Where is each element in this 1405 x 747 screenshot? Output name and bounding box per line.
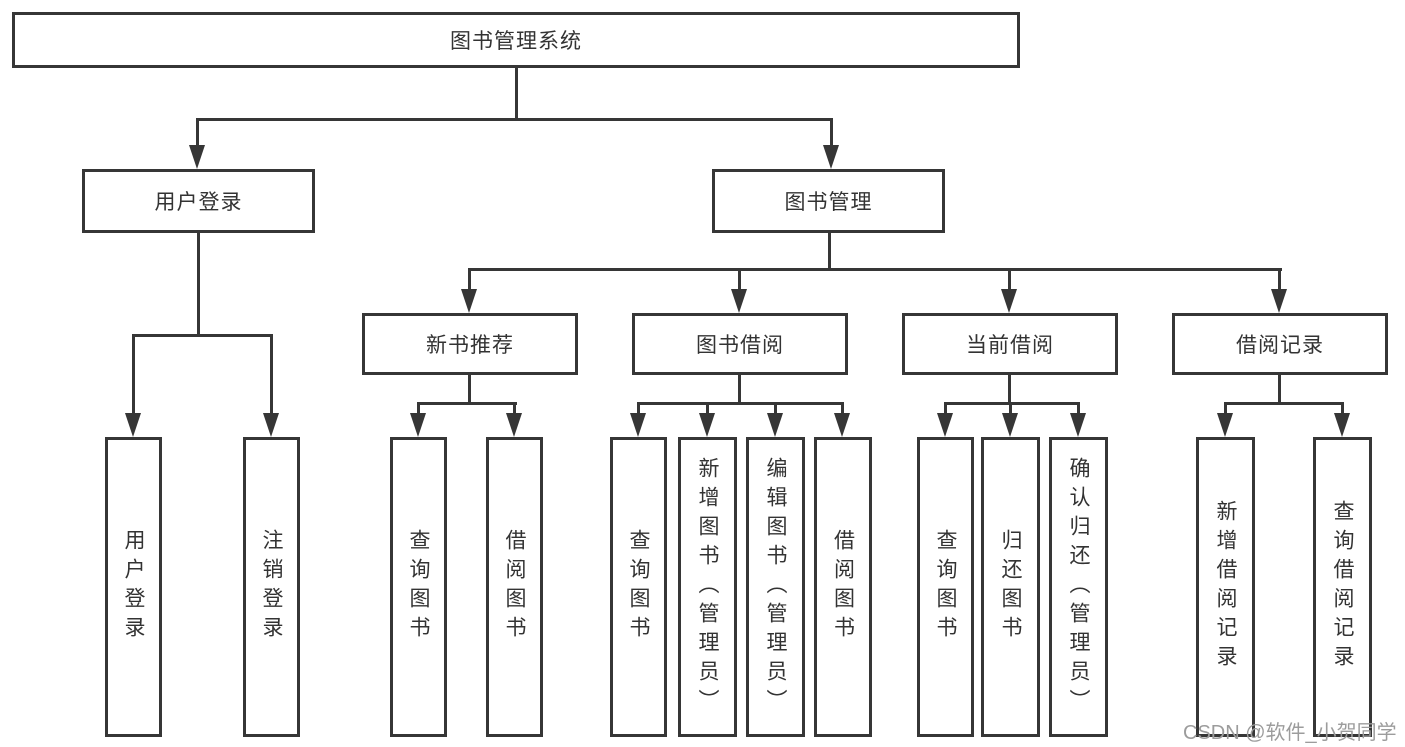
leaf-borrow-books-recommend: 借阅图书 (486, 437, 543, 737)
connector-line (1341, 404, 1344, 416)
leaf-add-borrow-record: 新增借阅记录 (1196, 437, 1255, 737)
connector-line (197, 233, 200, 337)
leaf-return-books: 归还图书 (981, 437, 1040, 737)
leaf-edit-books-admin: 编辑图书（管理员） (746, 437, 805, 737)
arrow-down-icon (1001, 289, 1017, 313)
node-label: 查询图书 (934, 529, 957, 645)
connector-line (196, 118, 833, 121)
connector-line (1009, 404, 1012, 416)
connector-line (738, 270, 741, 291)
node-label: 图书管理系统 (450, 30, 582, 53)
leaf-query-borrow-record: 查询借阅记录 (1313, 437, 1372, 737)
connector-line (774, 404, 777, 416)
arrow-down-icon (1070, 413, 1086, 437)
connector-line (1008, 270, 1011, 291)
arrow-down-icon (834, 413, 850, 437)
node-label: 查询图书 (407, 529, 430, 645)
arrow-down-icon (1217, 413, 1233, 437)
node-label: 注销登录 (260, 529, 283, 645)
arrow-down-icon (937, 413, 953, 437)
arrow-down-icon (731, 289, 747, 313)
node-label: 当前借阅 (966, 334, 1054, 357)
connector-line (468, 375, 471, 405)
arrow-down-icon (1002, 413, 1018, 437)
leaf-user-login: 用户登录 (105, 437, 162, 737)
node-label: 确认归还（管理员） (1067, 456, 1090, 718)
node-current-borrowing: 当前借阅 (902, 313, 1118, 375)
leaf-query-books-borrowing: 查询图书 (610, 437, 667, 737)
leaf-confirm-return-admin: 确认归还（管理员） (1049, 437, 1108, 737)
arrow-down-icon (1271, 289, 1287, 313)
arrow-down-icon (125, 413, 141, 437)
node-label: 新书推荐 (426, 334, 514, 357)
connector-line (1224, 402, 1344, 405)
connector-line (270, 336, 273, 416)
node-borrowing-records: 借阅记录 (1172, 313, 1388, 375)
connector-line (515, 68, 518, 120)
node-label: 借阅图书 (831, 529, 855, 645)
arrow-down-icon (410, 413, 426, 437)
arrow-down-icon (189, 145, 205, 169)
connector-line (738, 375, 741, 405)
connector-line (637, 404, 640, 416)
connector-line (830, 120, 833, 148)
connector-line (468, 270, 471, 291)
node-new-book-recommend: 新书推荐 (362, 313, 578, 375)
arrow-down-icon (630, 413, 646, 437)
node-book-borrowing: 图书借阅 (632, 313, 848, 375)
node-label: 查询图书 (627, 529, 650, 645)
leaf-add-books-admin: 新增图书（管理员） (678, 437, 737, 737)
connector-line (132, 336, 135, 416)
connector-line (828, 233, 831, 271)
node-label: 借阅图书 (503, 529, 526, 645)
node-root: 图书管理系统 (12, 12, 1020, 68)
leaf-query-books-current: 查询图书 (917, 437, 974, 737)
connector-line (841, 404, 844, 416)
connector-line (637, 402, 844, 405)
node-label: 查询借阅记录 (1331, 500, 1354, 674)
node-label: 图书借阅 (696, 334, 784, 357)
node-label: 用户登录 (154, 191, 243, 214)
connector-line (944, 404, 947, 416)
node-label: 归还图书 (999, 529, 1022, 645)
connector-line (1278, 270, 1281, 291)
node-label: 新增借阅记录 (1214, 500, 1237, 674)
node-label: 图书管理 (784, 191, 873, 214)
connector-line (196, 120, 199, 148)
arrow-down-icon (461, 289, 477, 313)
csdn-watermark: CSDN @软件_小贺同学 (1183, 722, 1397, 744)
connector-line (944, 402, 1080, 405)
arrow-down-icon (823, 145, 839, 169)
connector-line (706, 404, 709, 416)
node-label: 新增图书（管理员） (696, 456, 719, 718)
leaf-borrow-books: 借阅图书 (814, 437, 872, 737)
node-label: 用户登录 (122, 529, 145, 645)
node-book-management: 图书管理 (712, 169, 945, 233)
connector-line (513, 404, 516, 416)
connector-line (1224, 404, 1227, 416)
connector-line (417, 404, 420, 416)
node-label: 借阅记录 (1236, 334, 1324, 357)
connector-line (1077, 404, 1080, 416)
arrow-down-icon (1334, 413, 1350, 437)
arrow-down-icon (263, 413, 279, 437)
node-label: 编辑图书（管理员） (764, 456, 787, 718)
connector-line (132, 334, 273, 337)
connector-line (1008, 375, 1011, 405)
node-user-login: 用户登录 (82, 169, 315, 233)
arrow-down-icon (699, 413, 715, 437)
connector-line (417, 402, 517, 405)
connector-line (468, 268, 1282, 271)
arrow-down-icon (767, 413, 783, 437)
connector-line (1278, 375, 1281, 405)
leaf-logout: 注销登录 (243, 437, 300, 737)
arrow-down-icon (506, 413, 522, 437)
leaf-query-books-recommend: 查询图书 (390, 437, 447, 737)
